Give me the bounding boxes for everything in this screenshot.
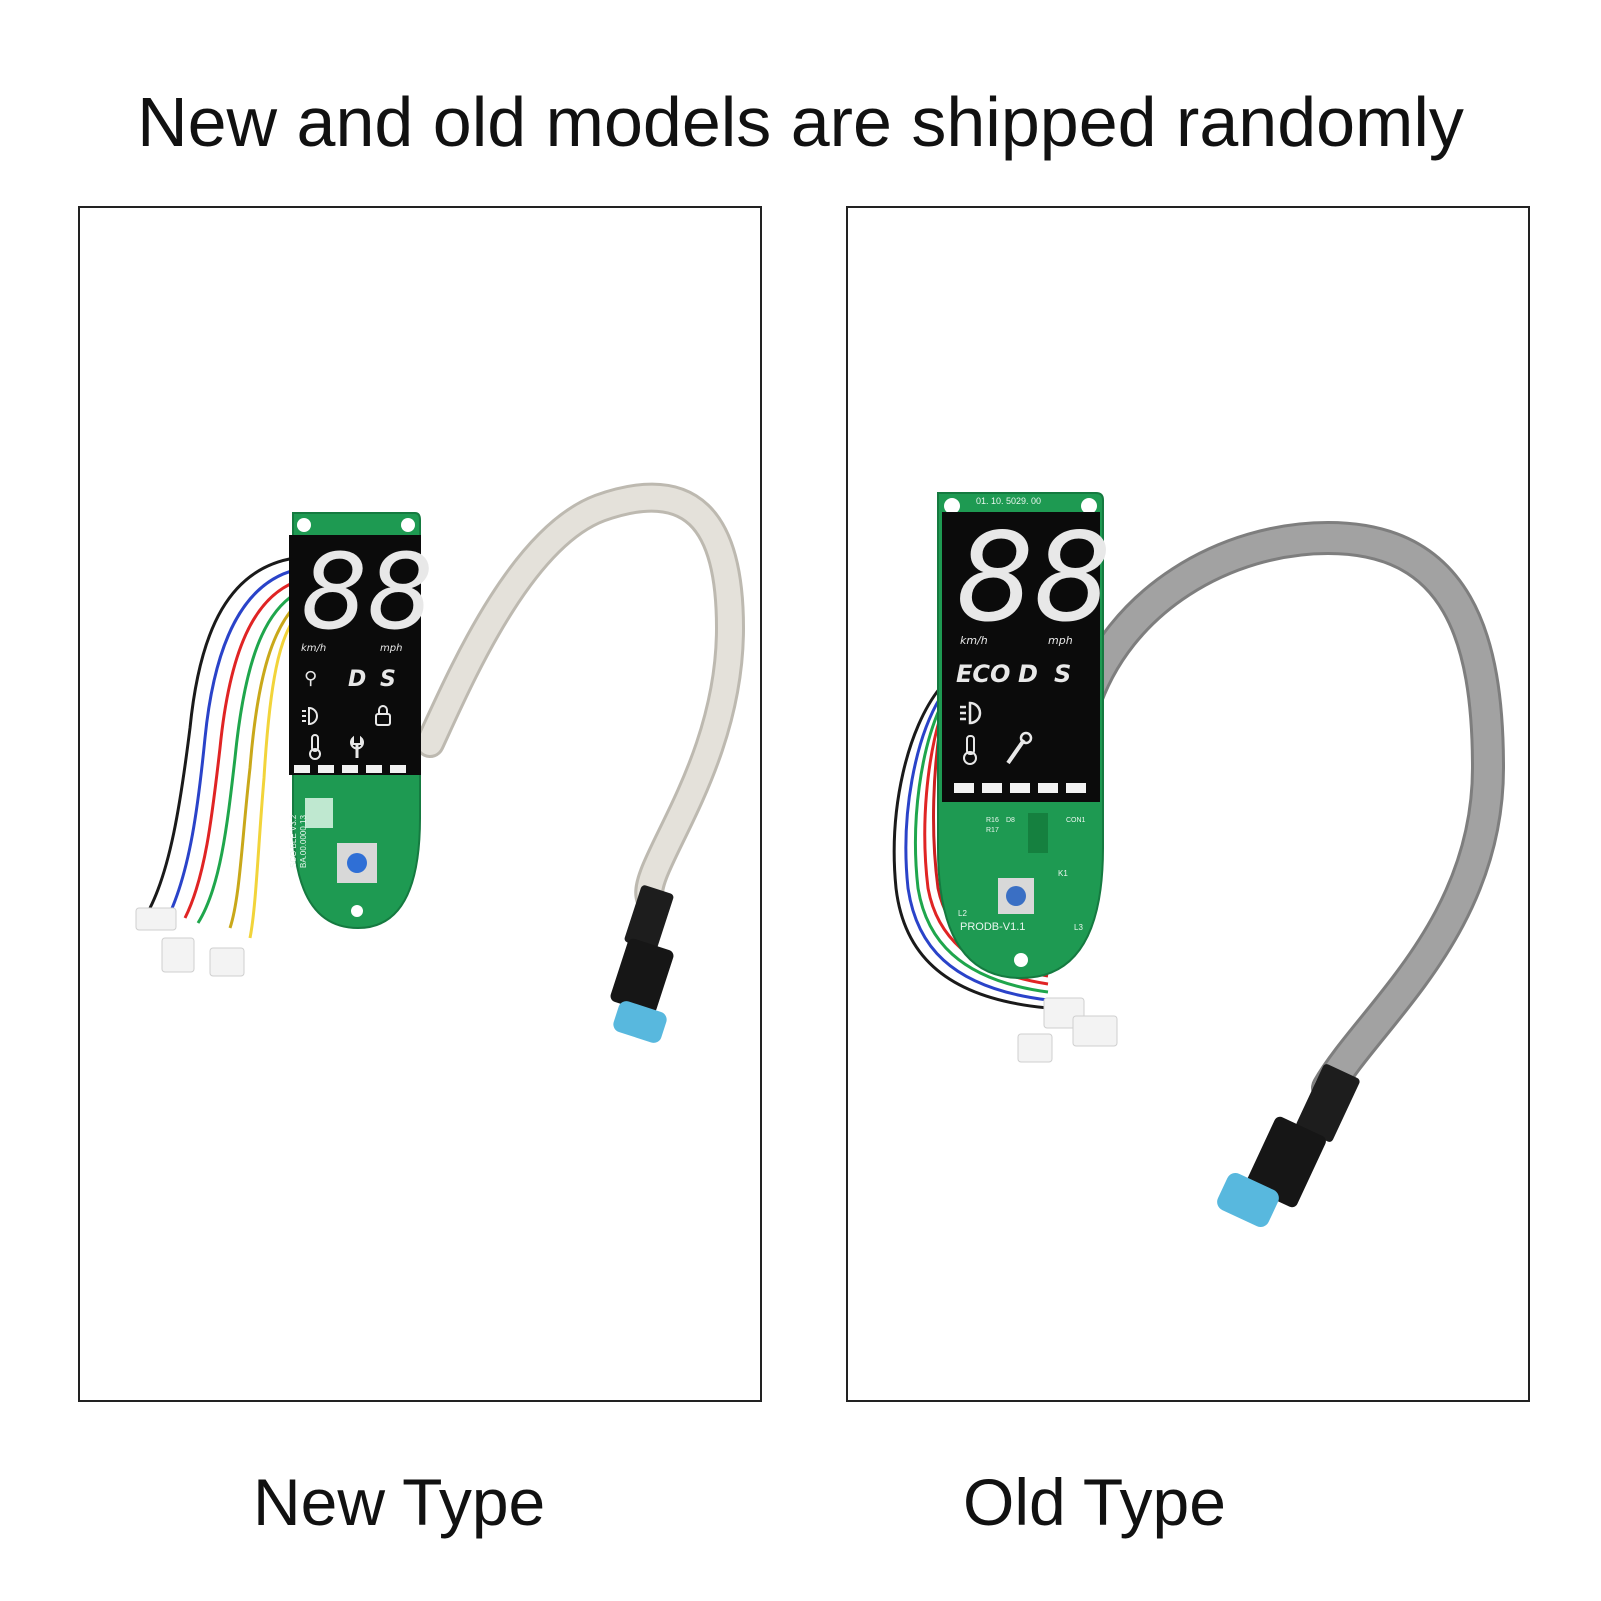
wire-harness xyxy=(148,556,297,939)
pcb-label-k1: K1 xyxy=(1058,869,1068,878)
mount-hole xyxy=(944,498,960,514)
blue-button-icon xyxy=(1006,886,1026,906)
pcb-label-l3: L3 xyxy=(1074,923,1083,932)
battery-bar xyxy=(954,783,1086,793)
mode-d-label: D xyxy=(348,667,366,692)
pcb-silkscreen-top: 01. 10. 5029. 00 xyxy=(976,496,1041,506)
waterproof-connector xyxy=(610,885,674,1043)
unit-kmh-label: km/h xyxy=(301,643,326,654)
battery-bar xyxy=(294,765,406,773)
mode-d-label: D xyxy=(1018,660,1038,688)
pcb-label-l2: L2 xyxy=(958,909,967,918)
pcb-label-d8: D8 xyxy=(1006,817,1015,824)
unit-mph-label: mph xyxy=(1048,634,1073,647)
speed-digits: 88 xyxy=(956,507,1111,649)
pcb-label-r16: R16 xyxy=(986,817,999,824)
new-type-dashboard-photo: SCO BLE V3.2 BA.00.0000.13 88 km/h mph ⚲… xyxy=(135,482,746,1043)
old-type-caption: Old Type xyxy=(963,1465,1226,1539)
plug-connector xyxy=(161,937,195,973)
thermometer-icon xyxy=(963,735,977,765)
pcb-label-prodb: PRODB-V1.1 xyxy=(960,921,1025,933)
pcb-silkscreen-2: BA.00.0000.13 xyxy=(299,815,308,868)
headline: New and old models are shipped randomly xyxy=(137,83,1464,161)
mode-eco-label: ECO xyxy=(956,660,1010,688)
new-type-photo-frame: SCO BLE V3.2 BA.00.0000.13 88 km/h mph ⚲… xyxy=(78,206,762,1402)
pcb-label-r17: R17 xyxy=(986,827,999,834)
waterproof-connector xyxy=(1217,1064,1360,1227)
wrench-icon xyxy=(1006,731,1033,765)
headlight-icon xyxy=(302,706,318,726)
plug-connector xyxy=(135,907,177,931)
mode-s-label: S xyxy=(1054,660,1071,688)
plug-connector xyxy=(1017,1033,1053,1063)
headlight-icon xyxy=(960,701,982,725)
bluetooth-module xyxy=(305,798,333,828)
cable xyxy=(418,485,743,910)
circuit-traces xyxy=(1028,813,1048,853)
lcd-display xyxy=(289,535,421,775)
walk-icon: ⚲ xyxy=(304,668,317,689)
old-type-photo-frame: 01. 10. 5029. 00 88 km/h mph ECO D S xyxy=(846,206,1530,1402)
blue-button-icon xyxy=(347,853,367,873)
speed-digits: 88 xyxy=(301,531,433,653)
mount-hole xyxy=(351,905,363,917)
cable xyxy=(1069,523,1503,1102)
thermometer-icon xyxy=(309,734,321,760)
plug-connector xyxy=(1072,1015,1118,1047)
new-type-caption: New Type xyxy=(253,1465,546,1539)
unit-kmh-label: km/h xyxy=(960,634,988,647)
mount-hole xyxy=(297,518,311,532)
lock-icon xyxy=(375,705,391,726)
wrench-icon xyxy=(350,735,364,758)
mount-hole xyxy=(401,518,415,532)
pcb-label-con1: CON1 xyxy=(1066,817,1086,824)
pcb-silkscreen-1: SCO BLE V3.2 xyxy=(289,814,298,868)
mode-s-label: S xyxy=(380,667,396,692)
mount-hole xyxy=(1014,953,1028,967)
unit-mph-label: mph xyxy=(380,643,402,654)
mount-hole xyxy=(1081,498,1097,514)
plug-connector xyxy=(209,947,245,977)
old-type-dashboard-photo: 01. 10. 5029. 00 88 km/h mph ECO D S xyxy=(892,492,1506,1227)
cable-shadow xyxy=(415,482,746,913)
